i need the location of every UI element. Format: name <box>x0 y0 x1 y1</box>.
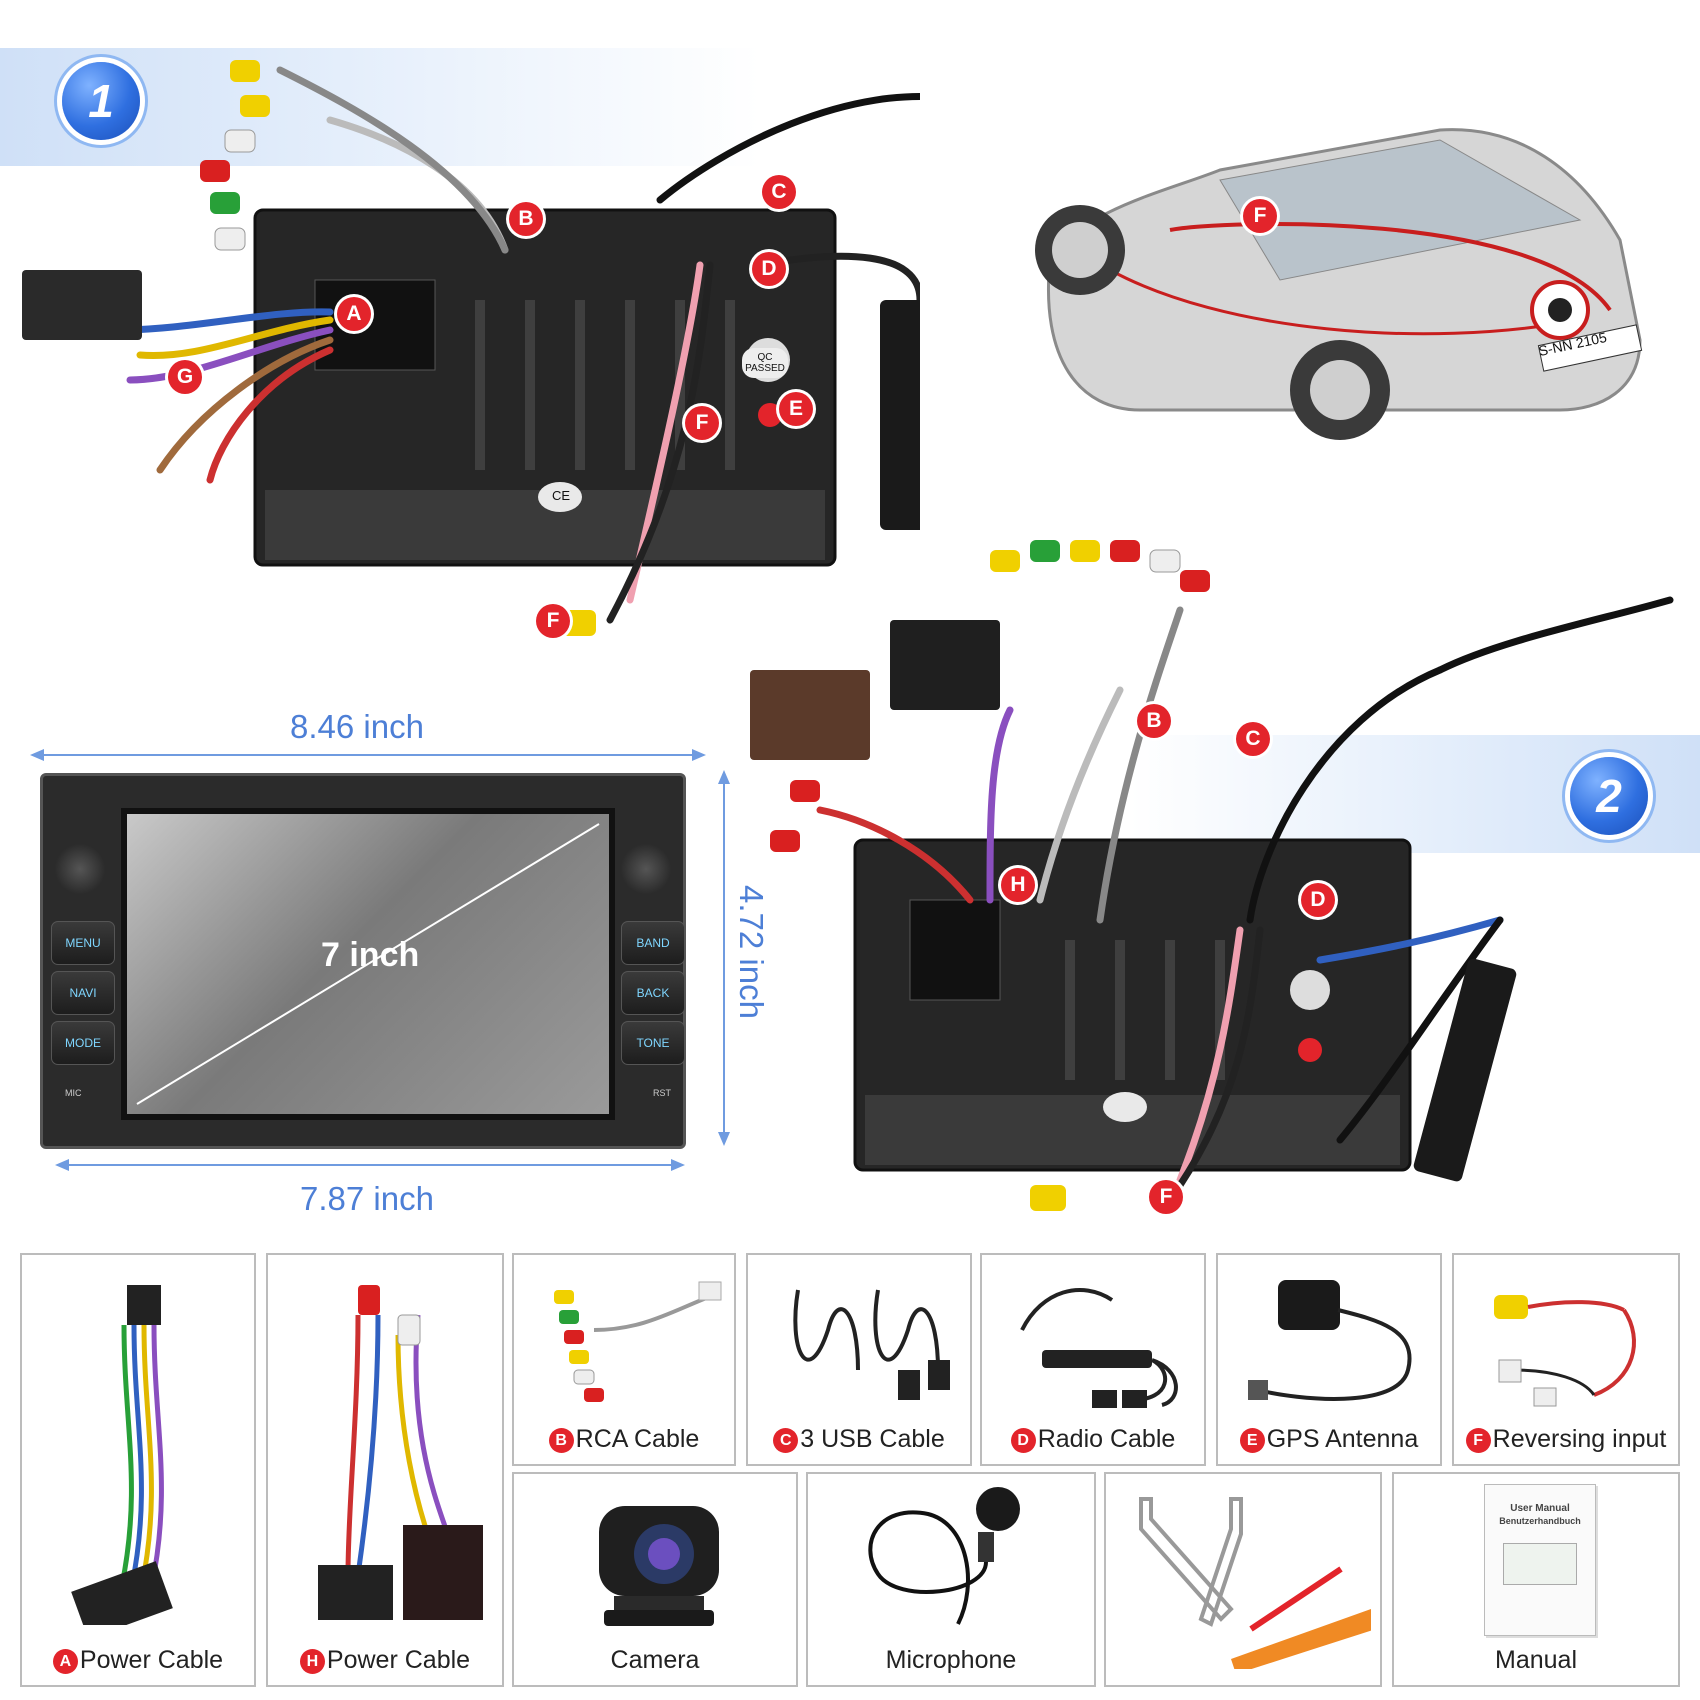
marker-h: H <box>1001 868 1035 902</box>
marker-dot: E <box>1239 1428 1265 1453</box>
width-bottom-arrow <box>55 1159 685 1171</box>
marker-dot: B <box>548 1428 574 1453</box>
power-cable-a-image <box>71 1285 173 1625</box>
marker-g: G <box>168 360 202 394</box>
head-unit-front: 7 inch MENU NAVI MODE BAND BACK TONE MIC… <box>40 773 686 1149</box>
marker-b: B <box>509 202 543 236</box>
microphone-image <box>868 1487 1020 1625</box>
marker-dot: H <box>299 1649 325 1674</box>
rst-label: RST <box>653 1088 671 1098</box>
step-1-badge: 1 <box>62 62 140 140</box>
marker-c: C <box>762 175 796 209</box>
power-cable-h-image <box>318 1285 483 1620</box>
marker-e: E <box>779 392 813 426</box>
screen-size-label: 7 inch <box>321 936 420 974</box>
accessory-microphone: Microphone <box>806 1472 1096 1687</box>
marker-f-2: F <box>1149 1180 1183 1214</box>
accessory-name: Reversing input <box>1492 1425 1667 1453</box>
height-arrow <box>718 770 730 1146</box>
rca-cable-image <box>554 1281 722 1402</box>
removal-tools-image <box>1139 1497 1371 1669</box>
tune-knob[interactable] <box>621 844 671 894</box>
manual-subtitle: Benutzerhandbuch <box>1499 1516 1581 1526</box>
accessory-label: Manual <box>1394 1646 1678 1675</box>
accessory-removal-tools <box>1104 1472 1382 1687</box>
accessory-name: Radio Cable <box>1037 1425 1176 1453</box>
accessory-name: Power Cable <box>79 1646 224 1674</box>
width-bottom-label: 7.87 inch <box>300 1180 434 1217</box>
mic-label: MIC <box>65 1088 82 1098</box>
band-button[interactable]: BAND <box>621 921 685 965</box>
marker-d-2: D <box>1301 883 1335 917</box>
marker-dot: C <box>773 1428 799 1453</box>
marker-b-2: B <box>1137 704 1171 738</box>
accessory-name: Manual <box>1495 1646 1577 1674</box>
gps-antenna-image <box>1248 1280 1412 1401</box>
manual-cover: User Manual Benutzerhandbuch <box>1484 1484 1596 1636</box>
navi-button[interactable]: NAVI <box>51 971 115 1015</box>
accessory-label: Microphone <box>808 1646 1094 1675</box>
head-unit-rear-2 <box>750 540 1674 1211</box>
marker-c-2: C <box>1236 722 1270 756</box>
accessory-manual: User Manual Benutzerhandbuch Manual <box>1392 1472 1680 1687</box>
accessory-name: Microphone <box>885 1646 1017 1674</box>
tone-button[interactable]: TONE <box>621 1021 685 1065</box>
screen-diagonal-arrow <box>136 823 600 1105</box>
accessory-name: Camera <box>610 1646 700 1674</box>
marker-f: F <box>685 406 719 440</box>
accessory-name: GPS Antenna <box>1266 1425 1419 1453</box>
accessory-name: Power Cable <box>326 1646 471 1674</box>
accessory-label: Camera <box>514 1646 796 1675</box>
marker-dot: F <box>1465 1428 1491 1453</box>
radio-cable-image <box>1020 1288 1178 1408</box>
back-button[interactable]: BACK <box>621 971 685 1015</box>
width-top-arrow <box>30 749 706 761</box>
mode-button[interactable]: MODE <box>51 1021 115 1065</box>
reversing-input-image <box>1494 1295 1636 1407</box>
accessory-name: 3 USB Cable <box>800 1425 945 1453</box>
menu-button[interactable]: MENU <box>51 921 115 965</box>
ce-label: CE <box>551 488 571 503</box>
manual-diagram <box>1503 1543 1577 1585</box>
marker-dot: A <box>52 1649 78 1674</box>
step-2-badge: 2 <box>1570 757 1648 835</box>
marker-f-rca: F <box>536 604 570 638</box>
accessory-camera: Camera <box>512 1472 798 1687</box>
volume-knob[interactable] <box>55 844 105 894</box>
marker-dot: D <box>1010 1428 1036 1453</box>
usb-cable-image <box>793 1289 950 1400</box>
marker-a: A <box>337 297 371 331</box>
car-cutaway-illustration <box>1035 128 1643 440</box>
accessory-name: RCA Cable <box>575 1425 700 1453</box>
qc-passed-label: QC PASSED <box>742 348 788 378</box>
width-top-label: 8.46 inch <box>290 708 424 745</box>
marker-d: D <box>752 252 786 286</box>
marker-f-car: F <box>1243 199 1277 233</box>
camera-image <box>599 1506 719 1626</box>
manual-title: User Manual <box>1510 1503 1570 1514</box>
